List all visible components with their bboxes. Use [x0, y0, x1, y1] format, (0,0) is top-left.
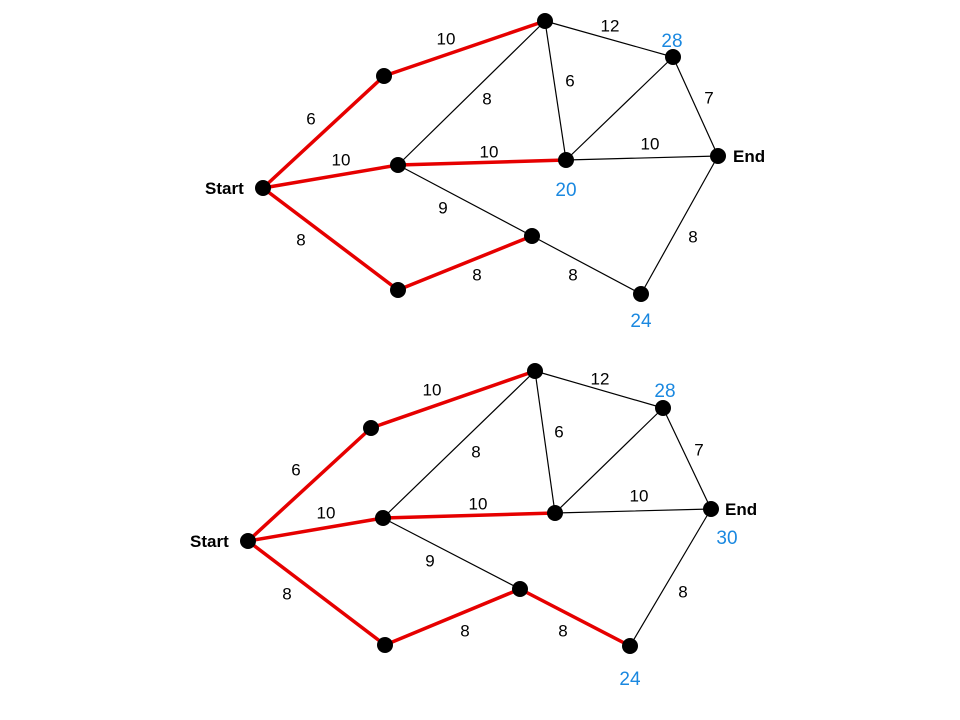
edge-weight-start-c: 10	[317, 503, 336, 522]
edge-weight-f-g: 8	[460, 621, 469, 640]
edge-b-c	[382, 370, 536, 519]
edge-e-d	[565, 56, 674, 161]
edge-weight-start-a: 6	[291, 460, 300, 479]
edge-b-d	[544, 20, 567, 161]
edge-c-g	[397, 164, 533, 237]
node-label-end: End	[733, 147, 765, 166]
node-c	[375, 510, 391, 526]
edge-weight-b-c: 8	[482, 89, 491, 108]
node-end	[710, 148, 726, 164]
edge-b-e	[534, 370, 664, 409]
distance-label-e: 28	[654, 381, 675, 402]
node-end	[703, 501, 719, 517]
edge-weight-c-d: 10	[469, 494, 488, 513]
edge-weight-start-f: 8	[282, 584, 291, 603]
edge-weight-c-g: 9	[438, 198, 447, 217]
edge-b-e	[544, 20, 674, 58]
edge-weight-f-g: 8	[472, 265, 481, 284]
node-f	[377, 637, 393, 653]
edge-g-h-highlighted	[518, 587, 632, 648]
node-h	[622, 638, 638, 654]
edge-start-a-highlighted	[261, 74, 386, 190]
edge-weight-b-d: 6	[565, 71, 574, 90]
edge-weight-a-b: 10	[437, 29, 456, 48]
edge-start-c-highlighted	[261, 163, 400, 190]
node-a	[376, 68, 392, 84]
node-layer	[255, 13, 726, 302]
node-b	[537, 13, 553, 29]
edge-weight-h-end: 8	[688, 227, 697, 246]
edge-a-b-highlighted	[382, 19, 547, 78]
edge-e-d	[554, 407, 664, 514]
edge-weight-e-end: 7	[704, 88, 713, 107]
edge-e-end	[662, 407, 712, 510]
edge-weight-g-h: 8	[558, 621, 567, 640]
node-d	[547, 505, 563, 521]
node-f	[390, 282, 406, 298]
edge-b-c	[397, 20, 546, 166]
edge-weight-d-end: 10	[630, 486, 649, 505]
edge-start-c-highlighted	[246, 516, 385, 543]
edge-d-end	[565, 155, 719, 161]
node-b	[527, 363, 543, 379]
distance-label-end: 30	[716, 528, 737, 549]
edge-weight-h-end: 8	[678, 582, 687, 601]
edge-weight-b-e: 12	[591, 369, 610, 388]
node-c	[390, 157, 406, 173]
edge-weight-start-c: 10	[332, 150, 351, 169]
edge-c-d-highlighted	[396, 158, 568, 167]
edge-d-end	[554, 508, 712, 514]
edge-b-d	[534, 370, 556, 514]
node-layer	[240, 363, 719, 654]
edge-a-b-highlighted	[369, 369, 537, 430]
node-d	[558, 152, 574, 168]
edge-layer	[261, 19, 719, 295]
edge-f-g-highlighted	[396, 234, 534, 292]
edge-c-g	[382, 517, 521, 590]
edge-g-h	[531, 235, 642, 295]
node-label-start: Start	[205, 179, 244, 198]
edge-h-end	[629, 508, 712, 647]
edge-weight-d-end: 10	[641, 134, 660, 153]
node-h	[633, 286, 649, 302]
node-start	[255, 180, 271, 196]
edge-weight-b-e: 12	[601, 16, 620, 35]
distance-label-d: 20	[555, 180, 576, 201]
distance-label-h: 24	[619, 669, 641, 690]
edge-weight-a-b: 10	[423, 380, 442, 399]
edge-c-d-highlighted	[381, 511, 557, 520]
edge-start-f-highlighted	[261, 186, 400, 292]
edge-h-end	[640, 155, 719, 295]
edge-weight-e-end: 7	[694, 440, 703, 459]
edge-start-f-highlighted	[246, 539, 387, 647]
distance-label-e: 28	[661, 31, 682, 52]
edge-layer	[246, 369, 712, 648]
node-label-end: End	[725, 500, 757, 519]
edge-weight-c-g: 9	[425, 551, 434, 570]
edge-f-g-highlighted	[383, 587, 522, 647]
node-start	[240, 533, 256, 549]
node-g	[512, 581, 528, 597]
edge-weight-b-d: 6	[554, 422, 563, 441]
node-e	[665, 49, 681, 65]
edge-start-a-highlighted	[246, 426, 373, 543]
edge-weight-b-c: 8	[471, 442, 480, 461]
edge-e-end	[672, 56, 719, 157]
edge-weight-g-h: 8	[568, 265, 577, 284]
edge-weight-start-f: 8	[296, 230, 305, 249]
edge-weight-c-d: 10	[480, 142, 499, 161]
distance-label-h: 24	[630, 311, 652, 332]
node-e	[655, 400, 671, 416]
node-g	[524, 228, 540, 244]
edge-weight-start-a: 6	[306, 109, 315, 128]
node-a	[363, 420, 379, 436]
node-label-start: Start	[190, 532, 229, 551]
